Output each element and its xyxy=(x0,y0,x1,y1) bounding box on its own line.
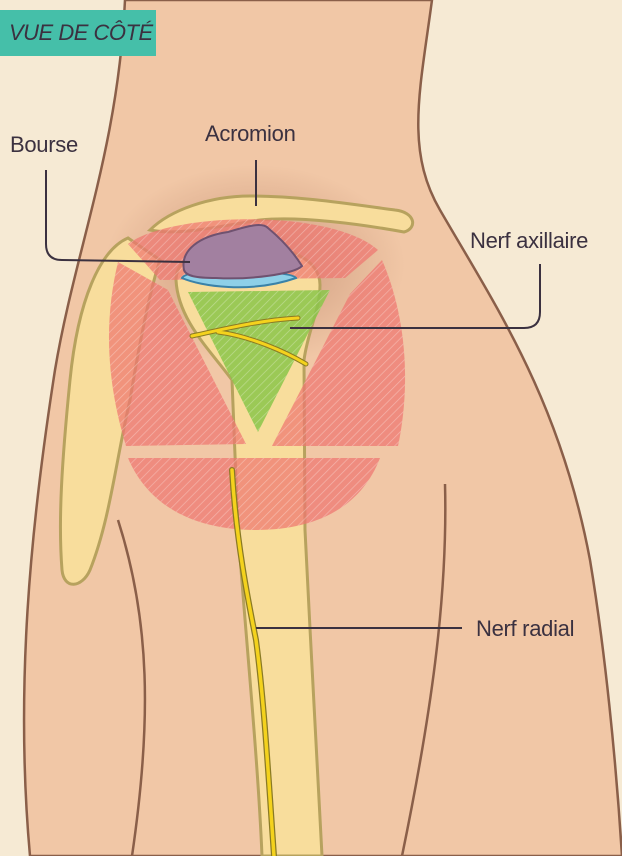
label-acromion: Acromion xyxy=(205,121,296,147)
label-bourse: Bourse xyxy=(10,132,78,158)
label-nerf-axillaire: Nerf axillaire xyxy=(470,228,588,254)
view-tag: VUE DE CÔTÉ xyxy=(0,10,156,56)
label-nerf-radial: Nerf radial xyxy=(476,616,574,642)
